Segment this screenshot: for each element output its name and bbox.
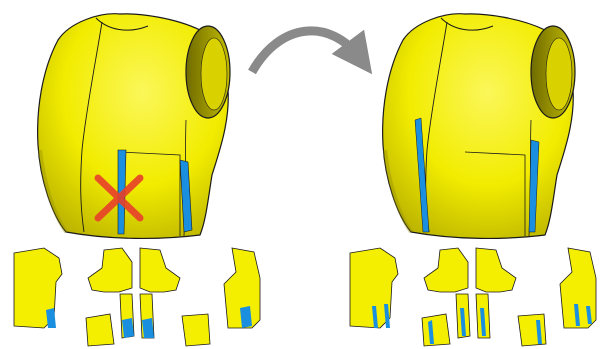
- before-pattern-pieces: [14, 248, 260, 346]
- after-pattern-pieces: [350, 248, 596, 346]
- curved-arrow-icon: [252, 31, 360, 72]
- after-panel: [350, 14, 596, 346]
- after-torso: [383, 14, 575, 239]
- before-panel: [14, 14, 260, 346]
- before-torso: [38, 14, 230, 239]
